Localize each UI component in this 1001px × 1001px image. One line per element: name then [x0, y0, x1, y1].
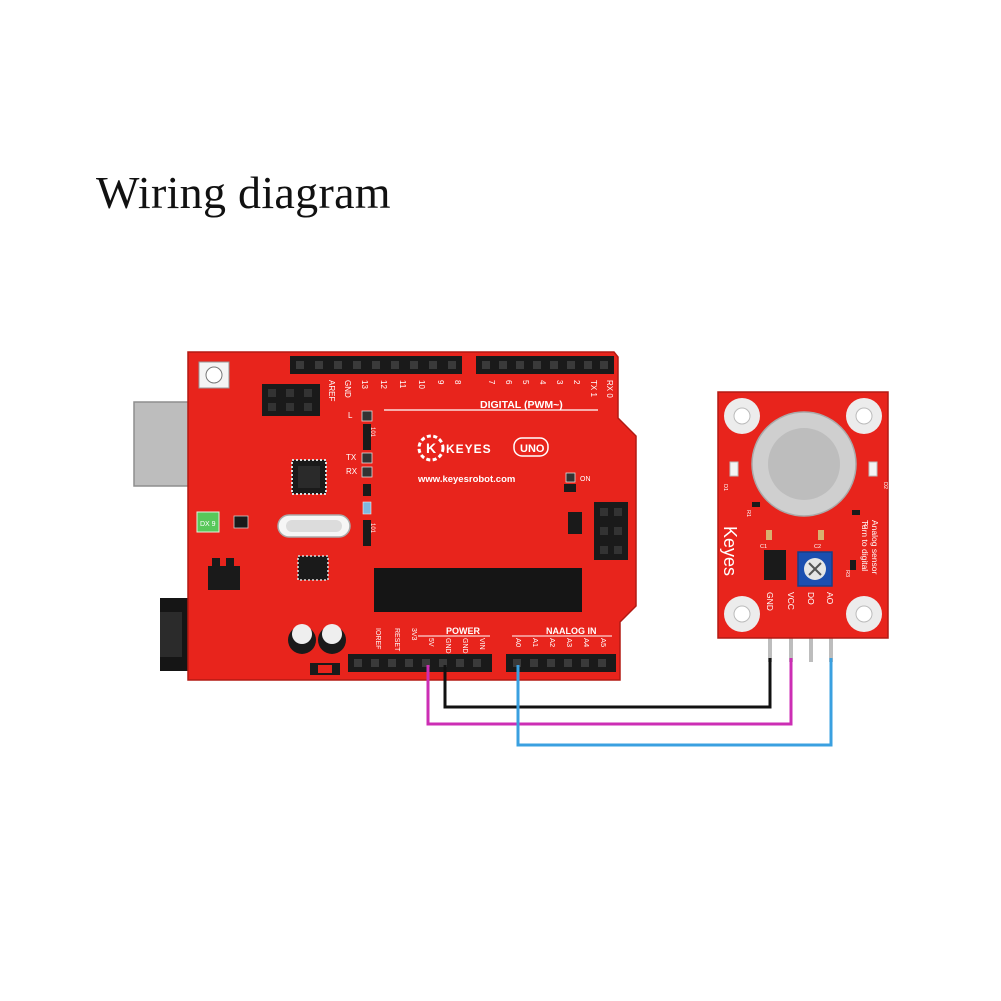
regulator [208, 566, 240, 590]
svg-text:101: 101 [369, 523, 375, 534]
mounting-holes [724, 398, 882, 632]
svg-text:A3: A3 [565, 638, 574, 647]
comparator-chip [764, 550, 786, 580]
page-title: Wiring diagram [96, 167, 391, 218]
on-led-label: ON [580, 476, 591, 483]
wire-ao [516, 658, 833, 747]
green-component [196, 511, 220, 533]
pin-label: 13 [360, 380, 369, 389]
svg-text:C2: C2 [814, 544, 821, 550]
pin-label: 12 [379, 380, 388, 389]
pin-label: 11 [398, 380, 407, 389]
analog-header: NAALOG IN A0 A1 A2 A3 A4 A5 [506, 626, 616, 672]
svg-text:R3: R3 [844, 570, 850, 577]
sensor-pin-label: AO [825, 592, 835, 605]
svg-text:C1: C1 [760, 544, 767, 550]
svg-text:A5: A5 [599, 638, 608, 647]
icsp-header-top [262, 384, 320, 416]
wire-vcc [426, 658, 793, 726]
svg-text:D2: D2 [882, 482, 888, 489]
svg-text:A1: A1 [531, 638, 540, 647]
svg-text:DX 9: DX 9 [200, 521, 216, 528]
svg-text:RX: RX [346, 467, 358, 476]
pin-label: 7 [487, 380, 496, 385]
pin-label: GND [343, 380, 352, 398]
pin-label: RX 0 [605, 380, 614, 398]
svg-text:D1: D1 [722, 484, 728, 491]
svg-text:101: 101 [369, 427, 375, 438]
pin-label: 5 [521, 380, 530, 385]
capacitors [288, 624, 346, 675]
sensor-pin-label: GND [765, 592, 775, 611]
digital-header-right [476, 356, 614, 374]
svg-text:L: L [348, 411, 353, 420]
svg-text:VIN: VIN [478, 638, 485, 650]
uno-board: AREF GND 13 12 11 10 9 8 7 6 5 4 3 2 TX … [133, 351, 637, 681]
sensor-desc-2: Turn to digital [860, 520, 870, 571]
sensor-module: D1 R1 C1 R2 D2 R3 C2 Keyes Analog sensor… [717, 391, 889, 662]
usb-chip [297, 555, 329, 581]
svg-text:R2: R2 [862, 522, 868, 529]
svg-text:R1: R1 [745, 510, 751, 517]
sensor-desc-1: Analog sensor [870, 520, 880, 575]
gas-sensor [751, 411, 857, 517]
brand-name: KEYES [446, 442, 492, 456]
pin-label: 2 [572, 380, 581, 385]
icsp-header-right [594, 502, 628, 560]
model-name: UNO [520, 443, 545, 455]
svg-text:A2: A2 [548, 638, 557, 647]
svg-text:GND: GND [444, 638, 451, 654]
svg-text:TX: TX [346, 453, 357, 462]
led-d1 [729, 461, 739, 477]
pin-label: 4 [538, 380, 547, 385]
power-label: POWER [446, 626, 481, 636]
digital-label: DIGITAL (PWM~) [480, 399, 563, 411]
pin-label: 10 [417, 380, 426, 389]
svg-text:RESET: RESET [393, 628, 400, 652]
keyes-logo: K KEYES UNO www.keyesrobot.com [417, 434, 549, 485]
sensor-pin-label: DO [806, 592, 816, 605]
led-d2 [868, 461, 878, 477]
potentiometer[interactable] [797, 551, 833, 587]
pin-label: 3 [555, 380, 564, 385]
svg-text:GND: GND [461, 638, 468, 654]
svg-text:A0: A0 [514, 638, 523, 647]
gear-icon [417, 434, 445, 462]
svg-text:IOREF: IOREF [374, 628, 381, 649]
svg-text:K: K [426, 440, 436, 456]
sensor-brand: Keyes [720, 526, 740, 576]
svg-text:5V: 5V [427, 638, 434, 647]
status-leds: L 101 TX RX 101 [346, 410, 375, 546]
pin-label: 9 [436, 380, 445, 385]
wires [426, 658, 833, 747]
mcu-chip [291, 459, 327, 495]
digital-header-left [290, 356, 462, 374]
power-header: POWER IOREF RESET 3V3 5V GND GND VIN [348, 626, 492, 672]
analog-label: NAALOG IN [546, 626, 597, 636]
atmega-chip [374, 568, 582, 612]
svg-text:A4: A4 [582, 638, 591, 647]
pin-label: 8 [453, 380, 462, 385]
pin-label: 6 [504, 380, 513, 385]
brand-url: www.keyesrobot.com [417, 474, 515, 485]
svg-text:3V3: 3V3 [410, 628, 417, 641]
wire-gnd [443, 658, 772, 709]
pin-label: AREF [327, 380, 336, 401]
pin-label: TX 1 [589, 380, 598, 397]
sensor-pin-label: VCC [786, 592, 796, 610]
